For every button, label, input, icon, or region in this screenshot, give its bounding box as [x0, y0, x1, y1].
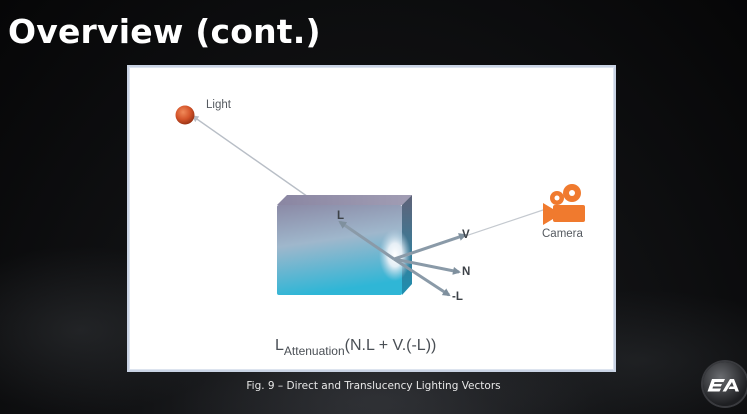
light-label: Light [206, 99, 232, 111]
ea-logo-icon [703, 362, 747, 406]
translucent-cube [277, 195, 412, 295]
lighting-vectors-diagram: Light Camera L V N -L LAttenuation(N.L +… [175, 99, 585, 358]
formula-expression: (N.L + V.(-L)) [345, 337, 437, 354]
l-vector-label: L [337, 210, 344, 222]
neg-l-vector-arrow [393, 257, 451, 297]
neg-l-vector-label: -L [452, 291, 463, 303]
n-vector-label: N [462, 266, 470, 278]
diagram-frame: Light Camera L V N -L LAttenuation(N.L +… [127, 65, 616, 372]
figure-caption: Fig. 9 – Direct and Translucency Lightin… [246, 380, 501, 392]
formula-subscript: Attenuation [284, 344, 345, 358]
v-vector-label: V [462, 229, 470, 241]
n-vector-arrow [393, 257, 461, 275]
v-vector-arrow [393, 233, 467, 261]
l-vector-arrow [338, 220, 395, 261]
ea-logo-mark [707, 379, 739, 392]
formula-prefix: L [275, 337, 284, 354]
translucency-glow [379, 229, 411, 281]
camera-label: Camera [542, 228, 584, 240]
slide-title: Overview (cont.) [8, 12, 321, 51]
light-source-sphere-icon [175, 105, 195, 125]
movie-camera-icon [543, 184, 585, 225]
attenuation-formula: LAttenuation(N.L + V.(-L)) [275, 337, 436, 358]
